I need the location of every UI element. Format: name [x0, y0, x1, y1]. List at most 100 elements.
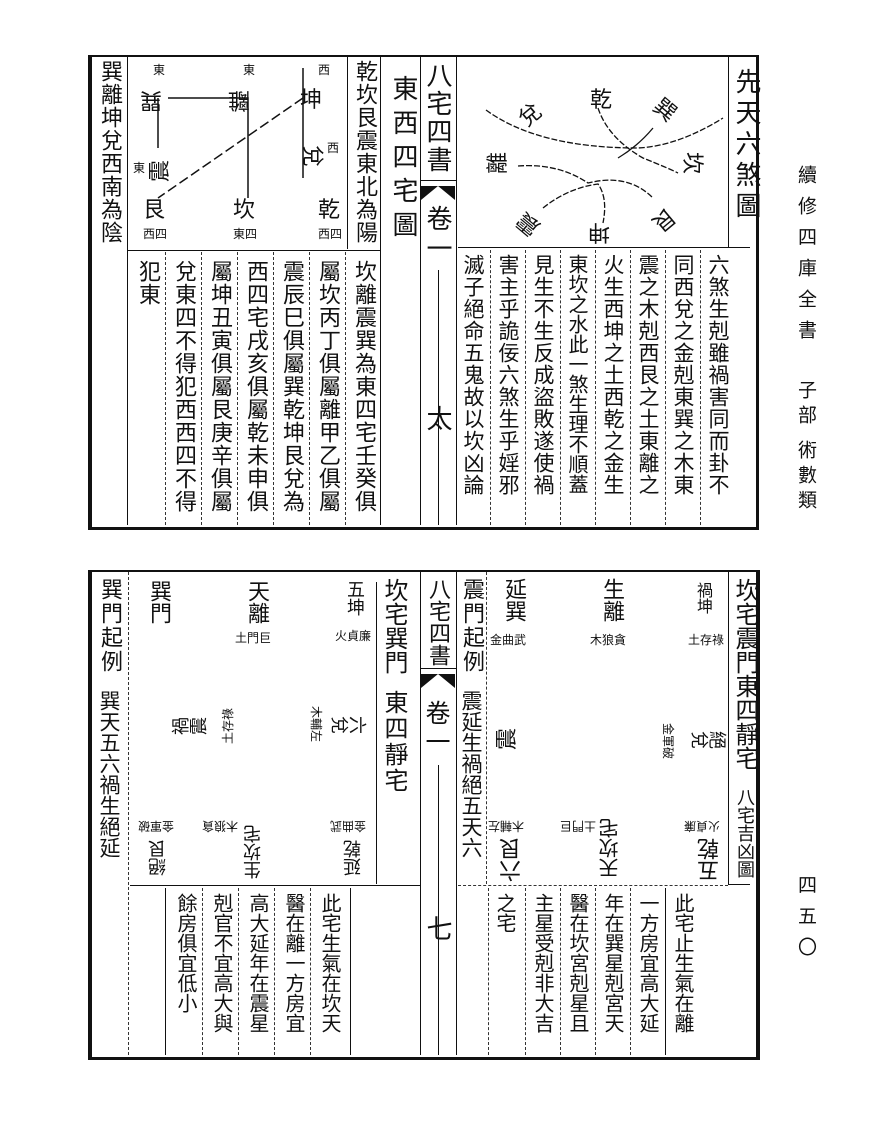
volume-label: 卷一 [422, 700, 451, 758]
palace-bot-right: 五乾 [698, 838, 723, 882]
yin-label: 巽離坤兌西南為陰 [97, 60, 122, 244]
text-column: 震辰巳俱屬巽乾坤艮兌為 [279, 260, 304, 513]
text-column: 坎離震巽為東四宅壬癸俱 [351, 260, 376, 513]
text-column: 餘房俱宜低小 [174, 893, 198, 1013]
xun-tag: 東 [153, 63, 166, 77]
series-title: 續修四庫全書 [795, 165, 817, 351]
kun-tag: 西 [318, 63, 331, 77]
rule-sequence: 震延生禍絕五天六 [459, 690, 483, 858]
trigram-qian: 乾 [318, 198, 341, 223]
text-column: 剋官不宜高大與 [210, 893, 234, 1033]
text-column: 高大延年在震星 [246, 893, 270, 1033]
text-column: 兌東四不得犯西西四不得 [171, 260, 196, 513]
trigram-kun: 坤 [300, 88, 323, 113]
text-column: 主星受剋非大吉 [531, 893, 555, 1033]
star-top-mid: 木狼貪 [590, 633, 627, 647]
li-tag: 東 [243, 63, 256, 77]
text-column: 震之木剋西艮之土東離之 [636, 254, 660, 496]
volume-label: 卷一 [422, 205, 452, 265]
star-mid-right: 木輔左 [309, 705, 324, 743]
section-title: 坎宅巽門 [380, 578, 408, 674]
book-title: 八宅四書 [425, 578, 450, 666]
trigram-kan: 坎 [233, 198, 256, 223]
star-mid-right: 金軍破 [661, 722, 676, 760]
bottom-page-frame [88, 570, 760, 1060]
palace-bot-right: 延乾 [343, 840, 364, 876]
star-top-mid: 土門巨 [235, 631, 272, 645]
palace-top-mid: 天離 [244, 580, 269, 624]
dui-tag: 西 [327, 141, 340, 155]
text-column: 犯東 [135, 260, 160, 306]
gen-tag: 西四 [143, 227, 168, 241]
text-column: 一方房宜高大延 [636, 893, 660, 1033]
fishtail-mark [421, 674, 455, 688]
rule-label: 震門起例 [459, 578, 484, 674]
section-title: 坎宅震門東四靜宅 [731, 578, 759, 770]
yang-label: 乾坎艮震東北為陽 [352, 60, 377, 244]
text-column: 同西兌之金剋東巽之木東 [671, 254, 695, 496]
palace-mid-right: 絕兌 [691, 728, 727, 749]
text-column: 西四宅戌亥俱屬乾未申俱 [243, 260, 268, 513]
text-column: 之宅 [493, 893, 517, 933]
palace-bot-mid: 生坎宅 [243, 825, 264, 879]
star-top-right: 土存祿 [688, 633, 725, 647]
fishtail-mark [421, 186, 455, 200]
text-column: 年在巽星剋宮天 [601, 893, 625, 1033]
section-subtitle: 八宅吉凶圖 [734, 788, 755, 878]
text-column: 此宅止生氣在離 [671, 893, 695, 1033]
star-bot-mid: 木狼貪 [202, 819, 239, 833]
text-column: 醫在坎宮剋星且 [566, 893, 590, 1033]
text-column: 滅子絕命五鬼故以坎凶論 [461, 254, 485, 496]
palace-top-right: 禍坤 [694, 582, 713, 614]
palace-top-left: 巽門 [146, 580, 171, 624]
rule-sequence: 巽天五六禍生絕延 [97, 690, 121, 858]
palace-mid-right: 六兌 [331, 713, 367, 734]
star-top-right: 火貞廉 [335, 629, 372, 643]
book-title: 八宅四書 [422, 62, 452, 174]
trigram-li: 離 [486, 151, 512, 175]
trigram-zhen: 震 [148, 159, 174, 183]
text-column: 害主乎詭佞六煞生乎婬邪 [496, 254, 520, 496]
east-west-diagram [157, 68, 304, 199]
trigram-kun: 坤 [588, 219, 611, 244]
trigram-dui: 兌 [299, 144, 325, 168]
section-title: 東西四宅圖 [388, 75, 418, 245]
text-column: 見生不生反成盜敗遂使禍 [531, 254, 555, 496]
section-label: 子部 [795, 380, 817, 430]
palace-bot-mid: 天坎宅 [598, 818, 622, 878]
palace-top-mid: 生離 [599, 578, 624, 622]
palace-top-left: 延巽 [501, 578, 526, 622]
text-column: 屬坤丑寅俱屬艮庚辛俱屬 [207, 260, 232, 513]
star-top-left: 金曲武 [490, 633, 527, 647]
star-bot-right: 火貞廉 [684, 819, 721, 833]
text-column: 醫在離一方房宜 [282, 893, 306, 1033]
kan-tag: 東四 [233, 227, 258, 241]
palace-mid-left: 震 [495, 727, 521, 751]
section-subtitle: 東四靜宅 [380, 690, 408, 794]
trigram-li: 離 [228, 87, 251, 112]
category-label: 術數類 [795, 440, 817, 515]
six-sha-diagram [485, 107, 724, 224]
star-bot-left: 木輔左 [488, 819, 525, 833]
text-column: 東坎之水此一煞生理不順蓋 [565, 254, 589, 494]
palace-mid-left: 禍震 [171, 717, 207, 738]
trigram-qian: 乾 [590, 88, 613, 113]
leaf-label: 七 [422, 915, 452, 941]
text-column: 此宅生氣在坎天 [318, 893, 342, 1033]
star-bot-left: 金軍破 [138, 819, 175, 833]
trigram-gen: 艮 [143, 198, 166, 223]
page-number: 四五〇 [795, 875, 817, 968]
section-title: 先天六煞圖 [731, 68, 761, 223]
rule-label: 巽門起例 [97, 578, 122, 674]
trigram-kan: 坎 [679, 151, 705, 175]
palace-top-right: 五坤 [344, 580, 365, 616]
qian-tag: 西四 [318, 227, 343, 241]
zhen-tag: 東 [133, 161, 146, 175]
leaf-label: 太 [422, 405, 452, 431]
palace-bot-left: 絕艮 [148, 840, 169, 876]
palace-bot-left: 六艮 [500, 838, 525, 882]
star-bot-right: 金曲武 [330, 819, 367, 833]
top-page-frame [88, 55, 759, 530]
star-bot-mid: 土門巨 [560, 819, 597, 833]
text-column: 屬坎丙丁俱屬離甲乙俱屬 [315, 260, 340, 513]
